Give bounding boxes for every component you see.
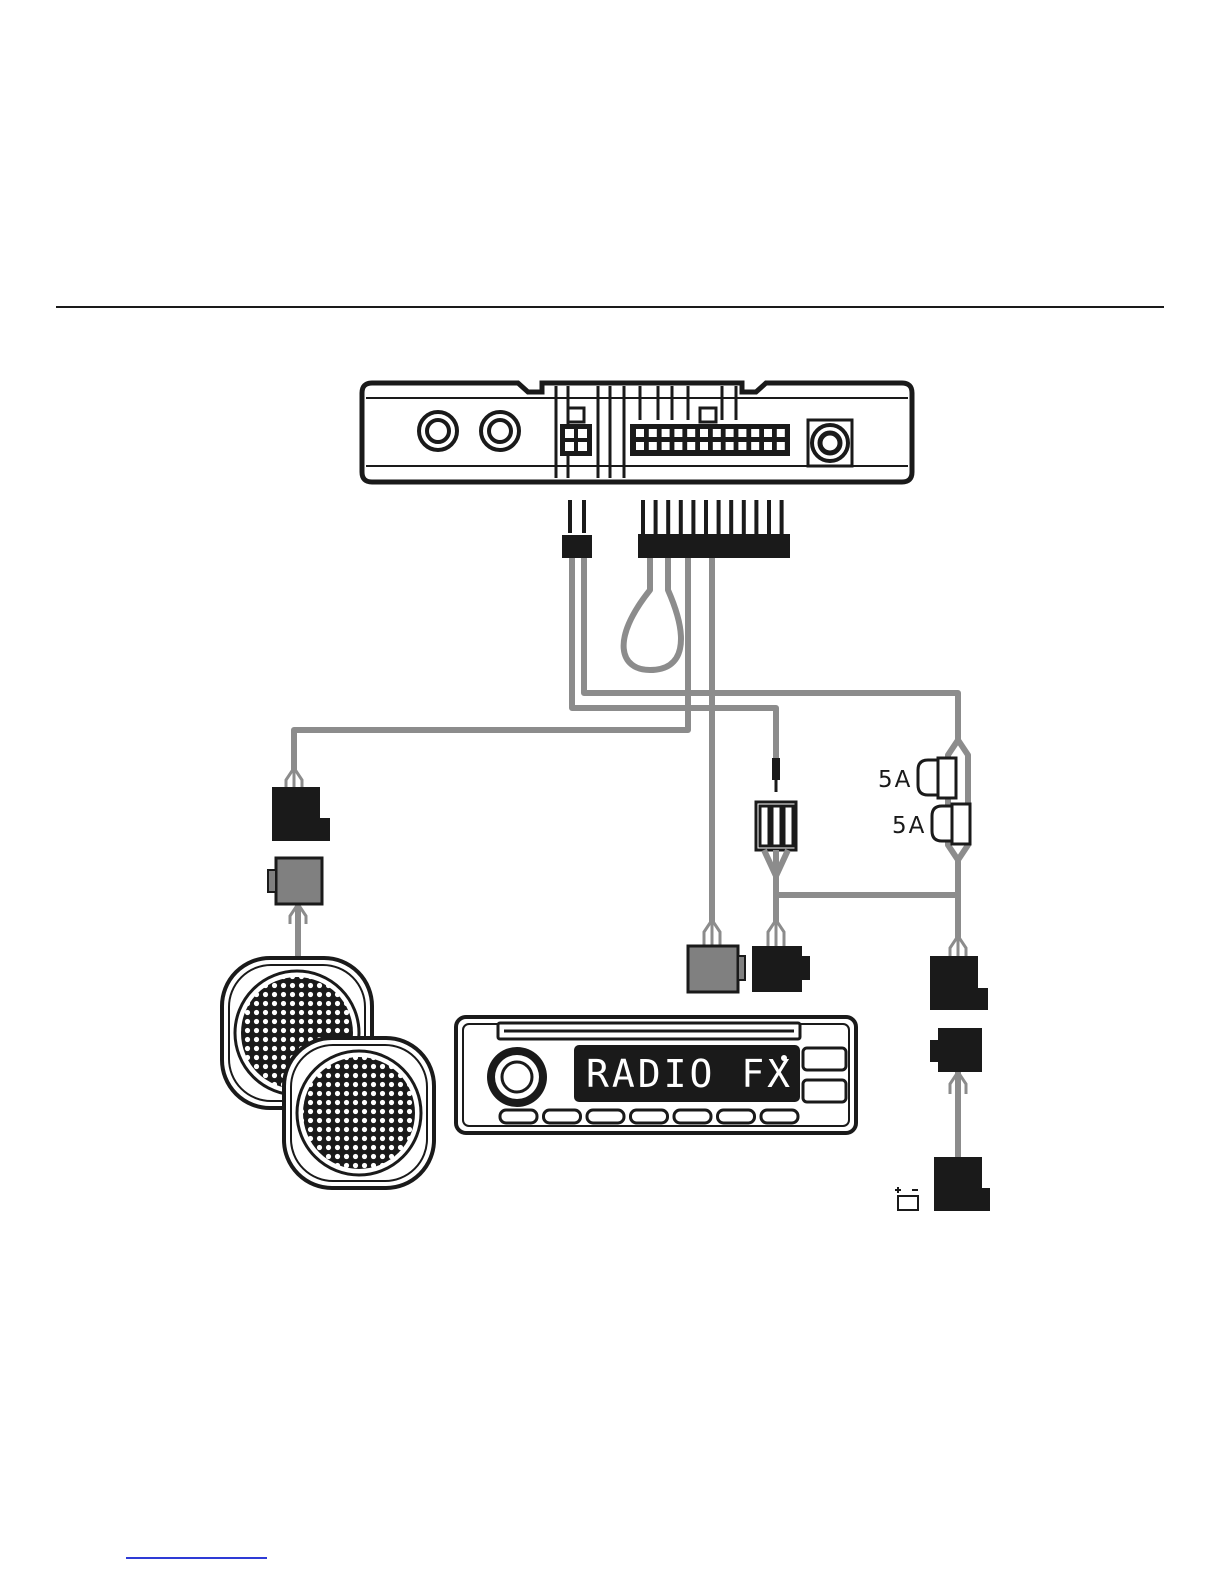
radio-connector-black [752,946,810,992]
rca-jack-right [481,412,519,450]
cd-slot [498,1023,800,1039]
display-text: RADIO FX [586,1052,793,1096]
speaker-front [284,1038,434,1188]
rca-jack-left [419,412,457,450]
preset-buttons [500,1110,798,1123]
right-button-bottom [803,1080,846,1102]
jack-pin [772,758,780,792]
display-panel: RADIO FX [574,1045,800,1102]
large-plug [638,500,790,558]
footer-link-underline [126,1557,267,1559]
speaker-connector-female [268,858,322,904]
battery-icon [895,1187,918,1210]
antenna-jack [808,420,852,466]
fuse-upper-label: 5A [878,767,912,793]
triple-spade-connector [756,802,796,895]
car-radio: RADIO FX [456,1017,856,1133]
right-button-top [803,1048,846,1070]
power-connector-male [930,956,988,1010]
speaker-connector-male [272,787,330,841]
power-connector-female [930,1028,982,1072]
radio-connector-grey [688,946,745,992]
battery-connector [934,1157,990,1211]
volume-knob [487,1047,547,1107]
fuse-lower: 5A [892,804,970,844]
fuse-lower-label: 5A [892,813,926,839]
small-plug [562,500,592,558]
fuse-upper: 5A [878,758,956,798]
